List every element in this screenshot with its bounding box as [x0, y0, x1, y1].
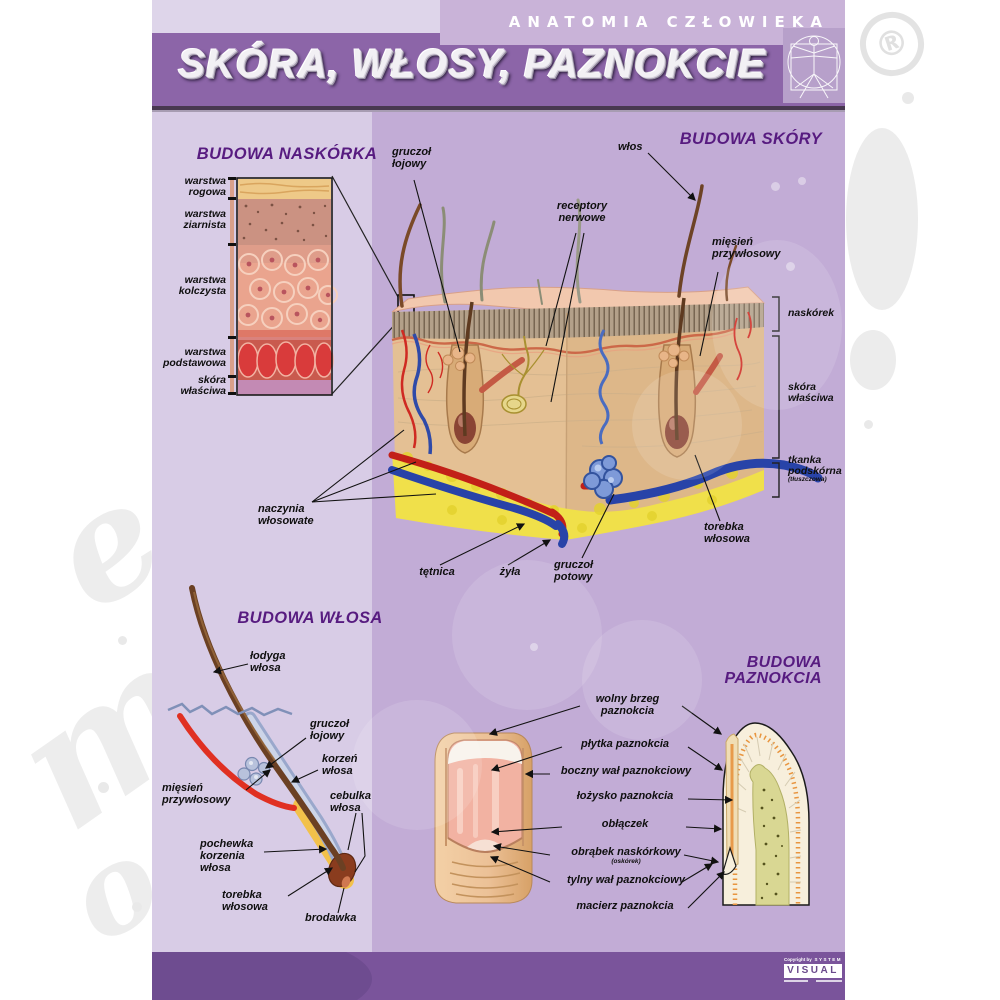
band-shadow-line2: [152, 110, 845, 112]
watermark-dot: [98, 782, 109, 793]
nail-section-title: BUDOWA PAZNOKCIA: [724, 654, 822, 687]
label-h-cebulka-wlosa: cebulka włosa: [330, 790, 371, 814]
label-obrabek: obrąbek naskórkowy (oskórek): [547, 846, 705, 866]
series-title: ANATOMIA CZŁOWIEKA: [508, 13, 829, 31]
skin-section-title: BUDOWA SKÓRY: [679, 130, 822, 148]
label-skora-wlasciwa-inset: skóra właściwa: [180, 374, 226, 398]
label-h-gruczol-lojowy: gruczoł łojowy: [310, 718, 350, 742]
poster: ANATOMIA CZŁOWIEKA SKÓRA, WŁOSY, PAZNOKC…: [152, 0, 845, 1000]
label-h-miesien-przywlosowy: mięsień przywłosowy: [162, 782, 231, 806]
epidermis-section-title: BUDOWA NASKÓRKA: [196, 145, 378, 163]
hair-structure-illustration: [167, 585, 366, 914]
band-shadow-line: [152, 106, 845, 110]
label-tylny-wal: tylny wał paznokciowy: [567, 874, 685, 886]
label-wolny-brzeg: wolny brzeg paznokcia: [595, 693, 660, 717]
watermark-dot: [771, 182, 780, 191]
label-h-torebka-wlosowa: torebka włosowa: [222, 889, 268, 913]
footer-band: Copyright by SYSTEM VISUAL: [152, 952, 845, 1000]
watermark-blob: [850, 330, 896, 390]
nail-front-illustration: [434, 732, 533, 904]
label-gruczol-lojowy: gruczoł łojowy: [392, 146, 432, 170]
label-warstwa-kolczysta: warstwa kolczysta: [178, 274, 226, 298]
watermark-dot: [864, 420, 873, 429]
header-strip-right: [440, 0, 845, 45]
vitruvian-man-logo: [783, 28, 845, 103]
label-h-korzen-wlosa: korzeń włosa: [322, 753, 358, 777]
watermark-dot: [118, 636, 127, 645]
watermark-blob: [846, 128, 918, 310]
label-receptory-nerwowe: receptory nerwowe: [556, 200, 608, 224]
watermark-dot: [530, 643, 538, 651]
label-naskorek: naskórek: [788, 307, 835, 319]
watermark-shape: [452, 560, 602, 710]
watermark-shape: [352, 700, 482, 830]
label-obrabek-text: obrąbek naskórkowy: [571, 846, 681, 858]
label-plytka-paznokcia: płytka paznokcia: [580, 738, 670, 750]
logo-system: SYSTEM: [814, 957, 842, 962]
hair-section-title: BUDOWA WŁOSA: [237, 609, 383, 627]
label-boczny-wal: boczny wał paznokciowy: [560, 765, 692, 777]
logo-copyright: Copyright by: [784, 957, 812, 962]
watermark-dot: [132, 902, 142, 912]
label-torebka-wlosowa: torebka włosowa: [704, 521, 750, 545]
watermark-dot: [902, 92, 914, 104]
nail-leader-lines: [488, 705, 734, 909]
skin-leader-lines: [311, 152, 721, 566]
label-warstwa-rogowa: warstwa rogowa: [184, 175, 226, 199]
title-band: [152, 33, 845, 106]
label-h-pochewka: pochewka korzenia włosa: [200, 838, 254, 874]
logo-visual: VISUAL: [784, 964, 842, 979]
label-zyla: żyła: [499, 566, 521, 578]
watermark-shape: [712, 240, 842, 410]
label-gruczol-potowy: gruczoł potowy: [554, 559, 594, 583]
registered-mark-watermark: ®: [851, 3, 933, 85]
label-skora-wlasciwa: skóra właściwa: [788, 381, 834, 405]
label-obrabek-sub: (oskórek): [611, 857, 641, 865]
label-tkanka-sub: (tłuszczowa): [788, 476, 827, 484]
label-warstwa-podstawowa: warstwa podstawowa: [162, 346, 226, 370]
vitruvian-man-icon: [787, 35, 841, 99]
label-h-brodawka: brodawka: [305, 912, 357, 924]
epidermis-inset-illustration: [228, 175, 415, 396]
label-miesien-przywlosowy: mięsień przywłosowy: [712, 236, 781, 260]
header-strip-left: [152, 0, 440, 33]
footer-watermark-blob: [152, 952, 372, 1000]
label-tetnica: tętnica: [419, 566, 455, 578]
label-tkanka-text: tkanka podskórna: [788, 454, 842, 478]
poster-title: SKÓRA, WŁOSY, PAZNOKCIE: [178, 42, 766, 86]
nail-section-illustration: [722, 722, 810, 906]
watermark-shape: [632, 370, 742, 480]
label-oblaczek: obłączek: [601, 818, 649, 830]
label-warstwa-ziarnista: warstwa ziarnista: [183, 208, 226, 232]
label-lozysko-paznokcia: łożysko paznokcia: [576, 790, 674, 802]
label-naczynia-wlosowate: naczynia włosowate: [258, 503, 314, 527]
label-wlos: włos: [618, 141, 643, 153]
label-tkanka-podskorna: tkanka podskórna (tłuszczowa): [788, 454, 845, 484]
label-lodyga-wlosa: łodyga włosa: [250, 650, 286, 674]
logo-fine-print: [784, 980, 842, 983]
watermark-dot: [798, 177, 806, 185]
poster-artwork: [167, 152, 823, 914]
watermark-dot: [786, 262, 795, 271]
publisher-logo: Copyright by SYSTEM VISUAL: [784, 957, 842, 983]
label-macierz-paznokcia: macierz paznokcia: [576, 900, 674, 912]
watermark-shape: [582, 620, 702, 740]
skin-block-illustration: [388, 184, 823, 548]
